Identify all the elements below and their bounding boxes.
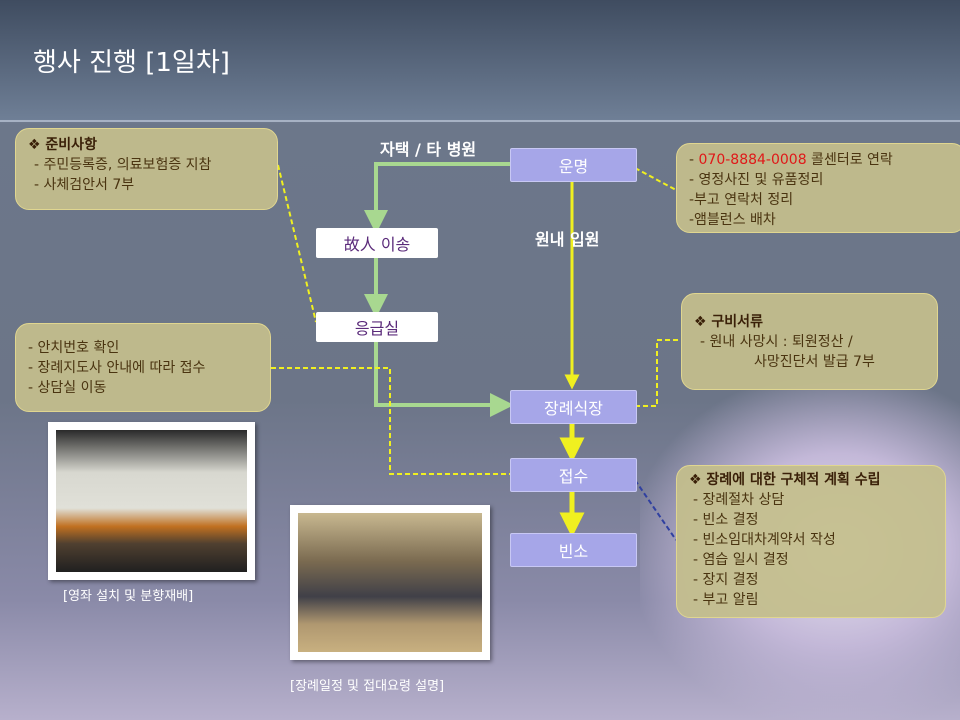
note-item: 사망진단서 발급 7부 [754,354,875,370]
note-item: - 안치번호 확인 [28,340,120,356]
note-death-steps: - 070-8884-0008 콜센터로 연락 - 영정사진 및 유품정리 -부… [676,143,960,233]
title-band [0,0,960,122]
note-item: - 빈소임대차계약서 작성 [693,532,836,548]
phone-number: 070-8884-0008 [698,152,807,168]
node-transfer: 故人 이송 [316,228,438,258]
note-preparation: ❖ 준비사항 - 주민등록증, 의료보험증 지참 - 사체검안서 7부 [15,128,278,210]
note-item: - 원내 사망시 : 퇴원정산 / [700,334,853,350]
note-heading: ❖ 장례에 대한 구체적 계획 수립 [689,472,881,488]
note-heading: ❖ 준비사항 [28,137,97,153]
node-death: 운명 [510,148,637,182]
node-mortuary: 빈소 [510,533,637,567]
blue-leader [634,479,677,541]
node-funeral-hall: 장례식장 [510,390,637,424]
note-heading: ❖ 구비서류 [694,314,763,330]
node-er: 응급실 [316,312,438,342]
label-inpatient: 원내 입원 [535,230,600,249]
note-item: - 빈소 결정 [693,512,759,528]
note-item-phone: - 070-8884-0008 콜센터로 연락 [689,152,893,168]
note-plan: ❖ 장례에 대한 구체적 계획 수립 - 장례절차 상담 - 빈소 결정 - 빈… [676,465,946,618]
note-item: - 장례절차 상담 [693,492,785,508]
photo-meeting [290,505,490,660]
note-item: - 부고 알림 [693,592,759,608]
note-item: -부고 연락처 정리 [689,192,794,208]
note-item: - 염습 일시 결정 [693,552,789,568]
note-item: - 상담실 이동 [28,380,107,396]
note-documents: ❖ 구비서류 - 원내 사망시 : 퇴원정산 / 사망진단서 발급 7부 [681,293,938,390]
label-home-other: 자택 / 타 병원 [380,140,477,159]
note-item: - 사체검안서 7부 [34,177,135,193]
page-title: 행사 진행 [1일차] [33,48,230,78]
note-item: -앰블런스 배차 [689,212,776,228]
photo-altar [48,422,255,580]
dashed-leaders [271,164,681,475]
note-item: - 영정사진 및 유품정리 [689,172,824,188]
green-arrows [364,162,514,417]
note-er-steps: - 안치번호 확인 - 장례지도사 안내에 따라 접수 - 상담실 이동 [15,323,271,412]
note-item: - 장지 결정 [693,572,759,588]
photo-altar-caption: [영좌 설치 및 분향재배] [63,589,194,604]
photo-meeting-caption: [장례일정 및 접대요령 설명] [290,679,445,694]
note-item: - 장례지도사 안내에 따라 접수 [28,360,206,376]
note-item: - 주민등록증, 의료보험증 지참 [34,157,212,173]
node-reception: 접수 [510,458,637,492]
